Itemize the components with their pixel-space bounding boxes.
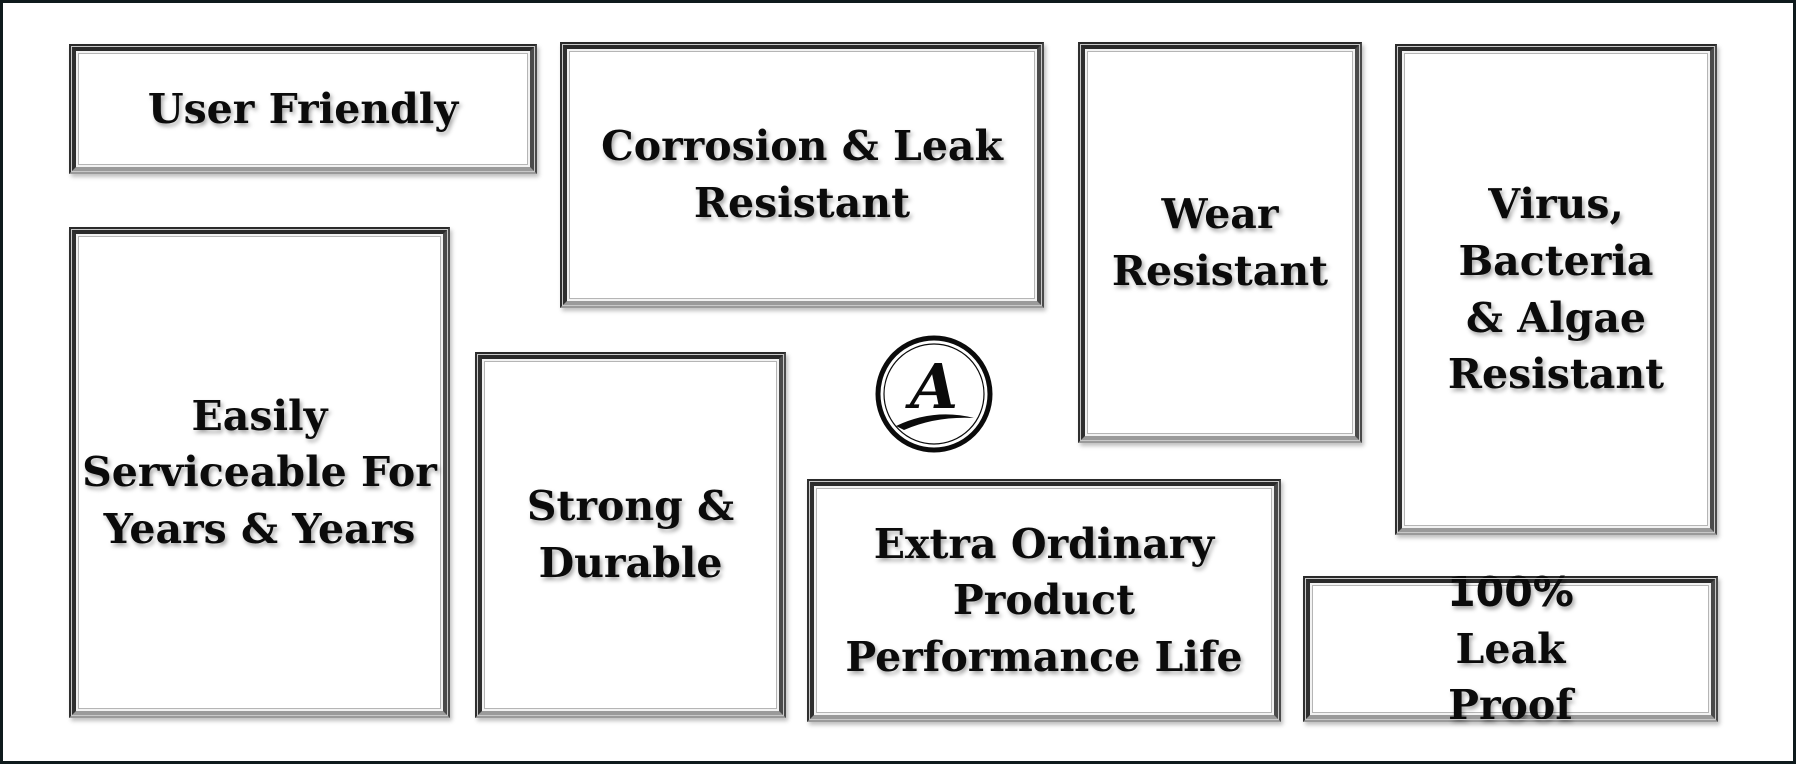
feature-box-easily-serviceable: Easily Serviceable For Years & Years [69, 227, 450, 718]
feature-box-user-friendly: User Friendly [69, 44, 537, 174]
feature-box-virus: Virus, Bacteria & Algae Resistant [1395, 44, 1717, 535]
feature-label: Wear Resistant [1111, 189, 1329, 295]
letter-a-emblem-icon: A [875, 335, 993, 453]
feature-label: Extra Ordinary Product Performance Life [845, 519, 1243, 681]
feature-label: Strong & Durable [526, 482, 735, 587]
feature-box-corrosion-leak: Corrosion & Leak Resistant [560, 42, 1044, 308]
feature-label: Easily Serviceable For Years & Years [82, 391, 437, 553]
feature-label: 100% Leak Proof [1447, 568, 1574, 730]
feature-label: Corrosion & Leak Resistant [601, 122, 1003, 227]
feature-label: User Friendly [147, 84, 459, 133]
logo-letter: A [905, 350, 958, 423]
feature-box-strong-durable: Strong & Durable [475, 352, 786, 718]
feature-box-wear: Wear Resistant [1078, 42, 1362, 443]
feature-label: Virus, Bacteria & Algae Resistant [1447, 180, 1665, 399]
feature-box-leak-proof: 100% Leak Proof [1303, 568, 1718, 729]
feature-box-extra-ordinary: Extra Ordinary Product Performance Life [807, 479, 1281, 722]
